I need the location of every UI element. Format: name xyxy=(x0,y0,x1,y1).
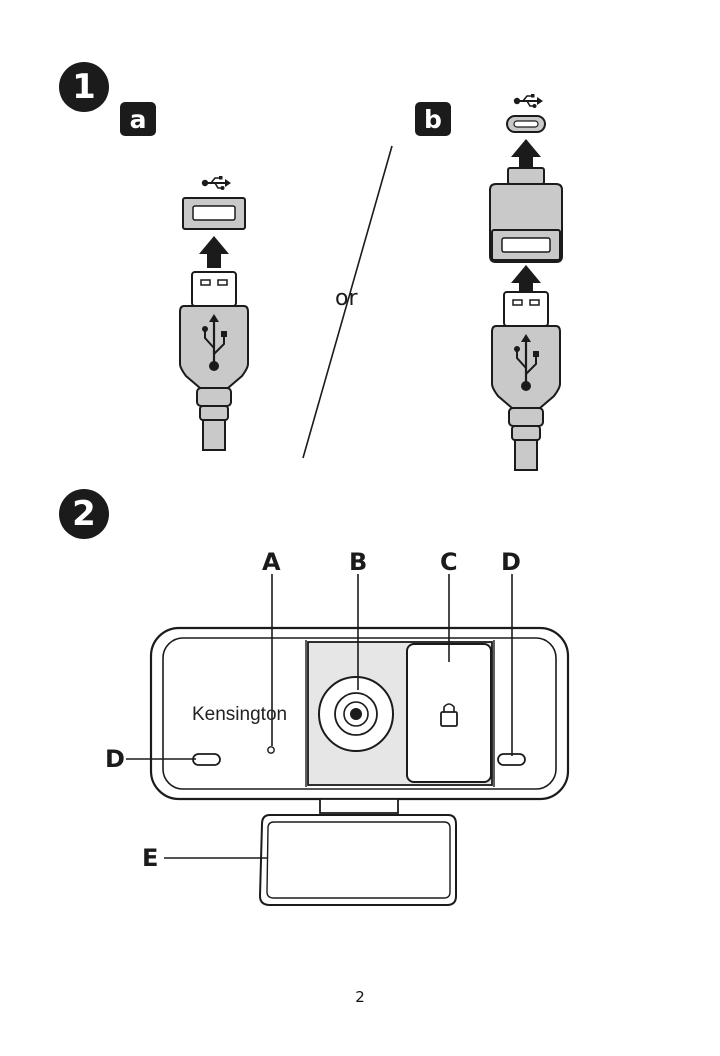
led-indicator-left xyxy=(193,754,220,765)
callout-b: B xyxy=(349,548,367,576)
webcam xyxy=(151,628,568,905)
callout-c: C xyxy=(440,548,458,576)
usb-symbol-icon xyxy=(202,176,231,190)
camera-lens xyxy=(319,677,393,751)
callout-e: E xyxy=(142,844,158,872)
callout-a: A xyxy=(262,548,281,576)
callout-d-left: D xyxy=(105,745,125,773)
page-number: 2 xyxy=(340,988,380,1006)
up-arrow-icon xyxy=(199,236,229,268)
mounting-clip xyxy=(260,815,456,905)
usb-a-plug xyxy=(180,272,248,450)
usb-symbol-icon xyxy=(514,94,543,108)
step-2-badge: 2 xyxy=(59,489,109,539)
usb-a-port xyxy=(183,198,245,229)
or-divider xyxy=(303,146,392,458)
callout-d-top: D xyxy=(501,548,521,576)
usb-a-port-symbol xyxy=(202,176,231,190)
brand-logo: Kensington xyxy=(192,704,287,726)
usb-a-plug xyxy=(492,292,560,470)
up-arrow-icon xyxy=(511,139,541,171)
usb-c-adapter xyxy=(490,168,562,262)
microphone xyxy=(268,747,274,753)
privacy-shutter xyxy=(407,644,491,782)
step-2-number: 2 xyxy=(72,494,96,534)
usb-c-port xyxy=(507,116,545,132)
